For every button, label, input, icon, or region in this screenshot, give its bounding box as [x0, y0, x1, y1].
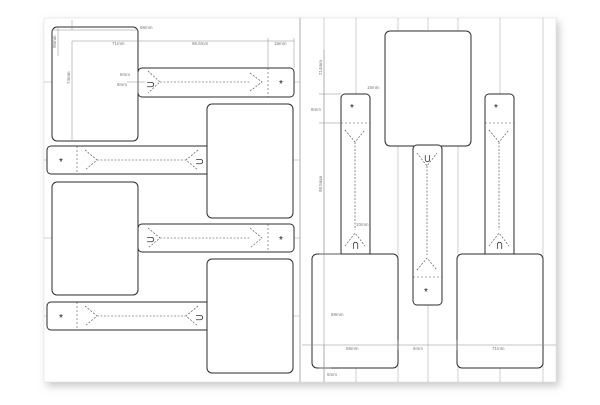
- dim-left-end-tab: 18mm: [274, 41, 287, 46]
- tag-6-hole: *: [424, 287, 428, 298]
- dim-right-slot-small: 8mm: [311, 107, 321, 112]
- dim-bottom-card-width-2: 71mm: [492, 346, 505, 351]
- tag-4: ⊃ *: [46, 258, 294, 374]
- tag-5-perforation: [344, 129, 366, 247]
- tag-7-handle: [484, 93, 515, 259]
- tag-3-perforation: [147, 227, 263, 249]
- dim-bottom-tail: 6mm: [327, 372, 337, 377]
- dim-bottom-gap: 6mm: [413, 346, 423, 351]
- tag-5-hook: ⊃: [350, 241, 362, 250]
- tag-5: * ⊃: [311, 93, 399, 369]
- dim-right-slot-offset: 10mm: [356, 222, 369, 227]
- tag-3-card: [51, 181, 139, 296]
- dim-right-card-height: 89mm: [331, 312, 344, 317]
- tag-2-card: [206, 103, 294, 219]
- tag-4-perforation: [84, 305, 199, 327]
- tag-2-hole: *: [59, 157, 63, 168]
- dim-right-upper-handle: 98.5mm: [318, 175, 323, 192]
- tag-4-hole: *: [59, 313, 63, 324]
- tag-6-perforation: [416, 152, 438, 271]
- dim-left-handle-length: 98.5mm: [192, 41, 209, 46]
- tag-6-hook: ⊃: [421, 154, 433, 163]
- tag-3: ⊃ *: [51, 181, 295, 296]
- tag-7-card: [456, 253, 544, 369]
- dim-right-tag-length: 214mm: [318, 60, 323, 75]
- tag-1: ⊃ *: [51, 26, 295, 142]
- dim-left-tag-offset: 71mm: [112, 41, 125, 46]
- tag-2-perforation: [84, 149, 199, 171]
- dimension-lines: [52, 20, 556, 382]
- tag-1-hook: ⊃: [146, 79, 155, 91]
- dim-right-tab: 15mm: [367, 85, 380, 90]
- tag-3-hook: ⊃: [146, 234, 155, 246]
- tag-2-hook: ⊃: [195, 156, 204, 168]
- tag-5-card: [311, 253, 399, 369]
- dimension-texts: 68mm 71mm 98.5mm 18mm 74mm 90mm 8mm 8mm …: [52, 25, 505, 377]
- dim-left-slot-width: 8mm: [120, 72, 130, 77]
- tag-5-handle: [340, 93, 371, 259]
- tag-6-card: [384, 30, 472, 147]
- dim-left-card-height: 74mm: [66, 71, 71, 84]
- tag-7-hook: ⊃: [494, 241, 506, 250]
- dim-left-slot-height: 8mm: [117, 82, 127, 87]
- tag-4-hook: ⊃: [195, 312, 204, 324]
- dim-bottom-card-width: 68mm: [346, 346, 359, 351]
- tag-7-hole: *: [494, 103, 498, 114]
- tag-7: * ⊃: [456, 93, 544, 369]
- tag-3-hole: *: [279, 235, 283, 246]
- dim-left-top-height: 90mm: [52, 35, 57, 48]
- tag-1-perforation: [147, 70, 263, 94]
- tag-6-handle: [412, 144, 443, 306]
- tag-5-hole: *: [350, 103, 354, 114]
- tag-1-hole: *: [279, 79, 283, 90]
- tag-1-handle: [137, 67, 295, 98]
- tag-2: ⊃ *: [46, 103, 294, 219]
- tag-7-perforation: [488, 129, 510, 247]
- dim-left-top-width: 68mm: [140, 25, 153, 30]
- tag-4-card: [206, 258, 294, 374]
- tag-6: ⊃ *: [384, 30, 472, 306]
